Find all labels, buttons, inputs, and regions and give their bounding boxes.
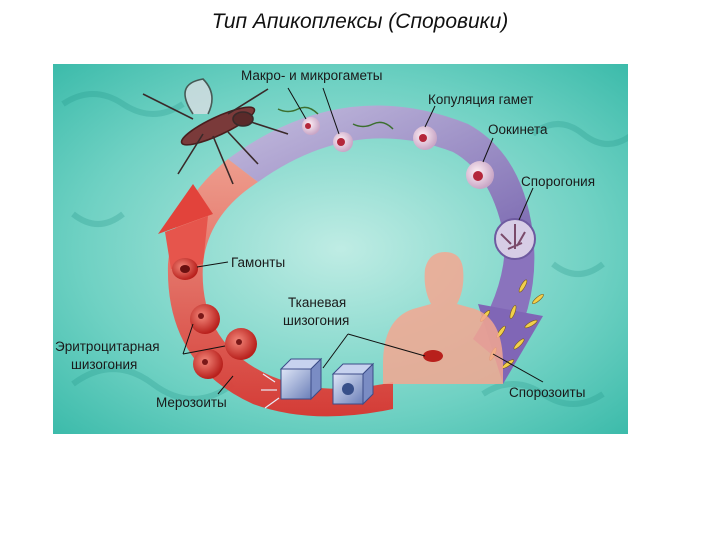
label-sporozoites: Спорозоиты [509,385,585,400]
label-erythro-line2: шизогония [71,357,137,372]
label-ookinete: Оокинета [488,122,548,137]
label-tissue-line1: Тканевая [288,295,346,310]
gamont-cell [172,258,198,280]
label-tissue-line2: шизогония [283,313,349,328]
sporogony-cyst [495,219,535,259]
label-erythro-line1: Эритроцитарная [55,339,160,354]
label-sporogony: Спорогония [521,174,595,189]
label-copulation: Копуляция гамет [428,92,533,107]
slide-title: Тип Апикоплексы (Споровики) [0,10,720,34]
label-merozoites: Мерозоиты [156,395,227,410]
life-cycle-diagram: Макро- и микрогаметы Копуляция гамет Оок… [53,64,628,434]
ookinete-cell [466,161,494,189]
copulation-cell [413,126,437,150]
label-gametes: Макро- и микрогаметы [241,68,382,83]
label-gamonts: Гамонты [231,255,285,270]
